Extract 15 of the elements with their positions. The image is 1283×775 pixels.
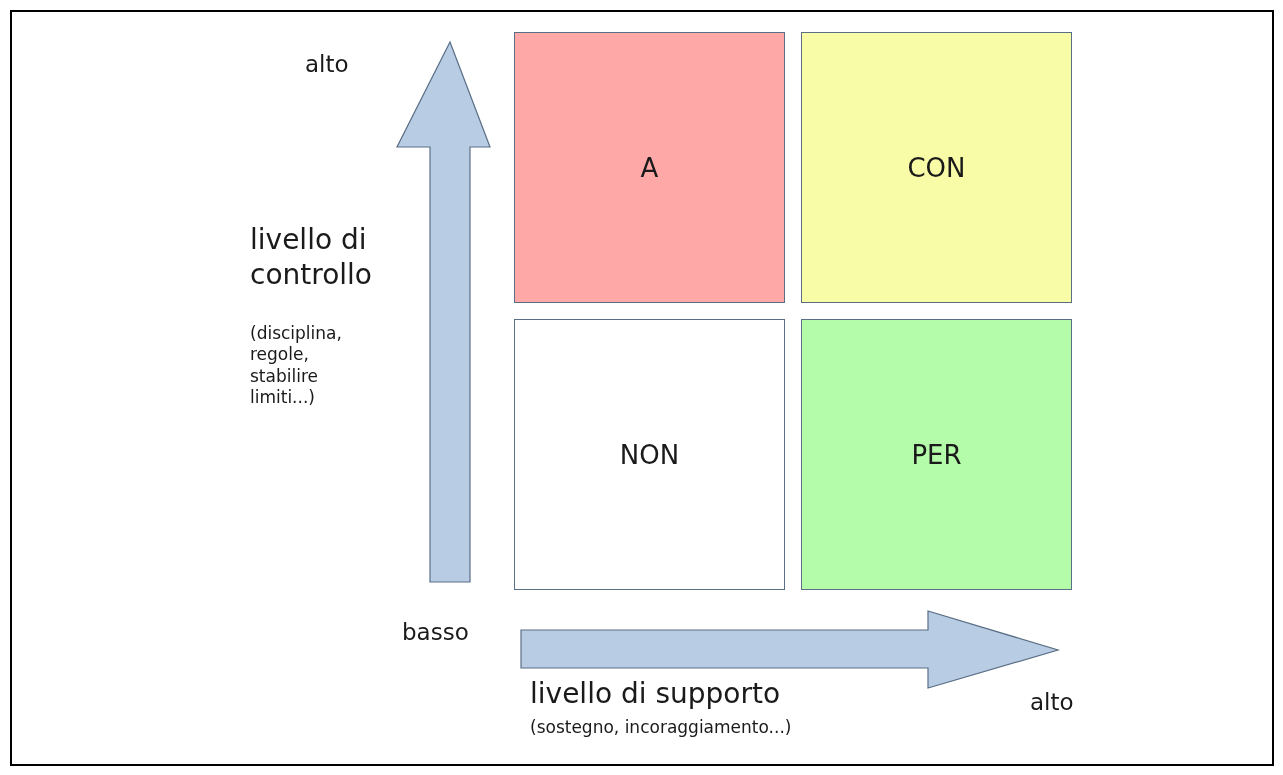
axis-title: livello di supporto bbox=[530, 676, 781, 711]
quadrant-label: A bbox=[640, 152, 659, 183]
axis-subtitle: (sostegno, incoraggiamento...) bbox=[530, 717, 792, 739]
axis-subtitle: (disciplina, regole, stabilire limiti...) bbox=[250, 323, 342, 408]
axis-end-label: alto bbox=[1030, 688, 1074, 717]
matrix-quadrant bbox=[514, 319, 785, 590]
matrix-quadrant bbox=[801, 32, 1072, 303]
axis-end-label: alto bbox=[305, 50, 349, 79]
matrix-quadrant bbox=[514, 32, 785, 303]
matrix-quadrant bbox=[801, 319, 1072, 590]
quadrant-label: PER bbox=[911, 439, 962, 470]
axis-title: livello di controllo bbox=[250, 222, 373, 292]
quadrant-label: NON bbox=[619, 439, 680, 470]
quadrant-label: CON bbox=[907, 152, 966, 183]
axis-end-label: basso bbox=[402, 618, 469, 647]
